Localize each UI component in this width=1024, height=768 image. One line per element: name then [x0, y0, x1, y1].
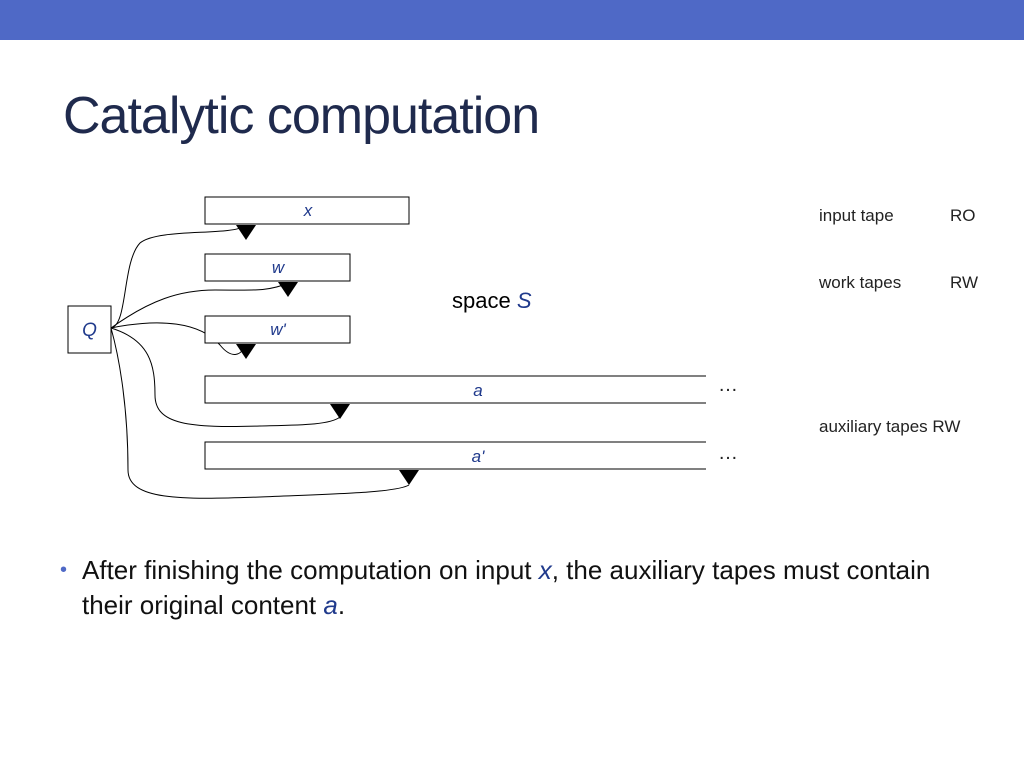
- wire-aux1-head: [110, 327, 341, 427]
- wire-aux2-head: [110, 327, 410, 499]
- aux-tape-2: [204, 441, 706, 470]
- input-tape-label: x: [303, 201, 313, 220]
- wire-input-head: [110, 225, 246, 329]
- aux-tape-2-label: a': [472, 447, 485, 466]
- legend-work-name: work tapes: [818, 273, 901, 292]
- aux-tape-1-ellipsis: …: [718, 374, 738, 396]
- legend-input-name: input tape: [819, 206, 894, 225]
- bullet-marker: •: [60, 559, 68, 581]
- aux-tape-2-head: [399, 470, 419, 485]
- slide-title: Catalytic computation: [63, 87, 540, 145]
- bullet-text: After finishing the computation on input…: [82, 553, 960, 623]
- aux-tape-1-head: [330, 404, 350, 419]
- aux-tape-1: [204, 375, 706, 404]
- legend-work-mode: RW: [950, 273, 978, 292]
- state-box: [67, 305, 112, 354]
- bullet-part-3: .: [337, 590, 346, 620]
- aux-tape-2-ellipsis: …: [718, 442, 738, 464]
- state-label: Q: [82, 320, 97, 341]
- bullet-part-2: , the auxiliary tapes must contain their…: [82, 555, 931, 620]
- work-tape-1: [204, 253, 351, 282]
- aux-tape-1-label: a: [473, 381, 482, 400]
- legend-input-mode: RO: [950, 206, 976, 225]
- input-head: [236, 225, 256, 240]
- space-variable: S: [517, 288, 532, 313]
- work-tape-2-label: w': [270, 320, 286, 339]
- bullet-point: • After finishing the computation on inp…: [60, 553, 960, 623]
- work-tape-2-head: [236, 344, 256, 359]
- bullet-part-1: After finishing the computation on input: [82, 555, 539, 585]
- input-tape: [204, 196, 410, 225]
- legend-aux: auxiliary tapes RW: [819, 417, 960, 436]
- wire-work1-head: [110, 282, 289, 329]
- bullet-var-x: x: [538, 555, 552, 585]
- work-tape-2: [204, 315, 351, 344]
- work-tape-1-head: [278, 282, 298, 297]
- bullet-var-a: a: [323, 590, 338, 620]
- space-annotation: space S: [452, 288, 532, 313]
- space-word: space: [452, 288, 511, 313]
- top-accent-bar: [0, 0, 1024, 40]
- work-tape-1-label: w: [272, 258, 286, 277]
